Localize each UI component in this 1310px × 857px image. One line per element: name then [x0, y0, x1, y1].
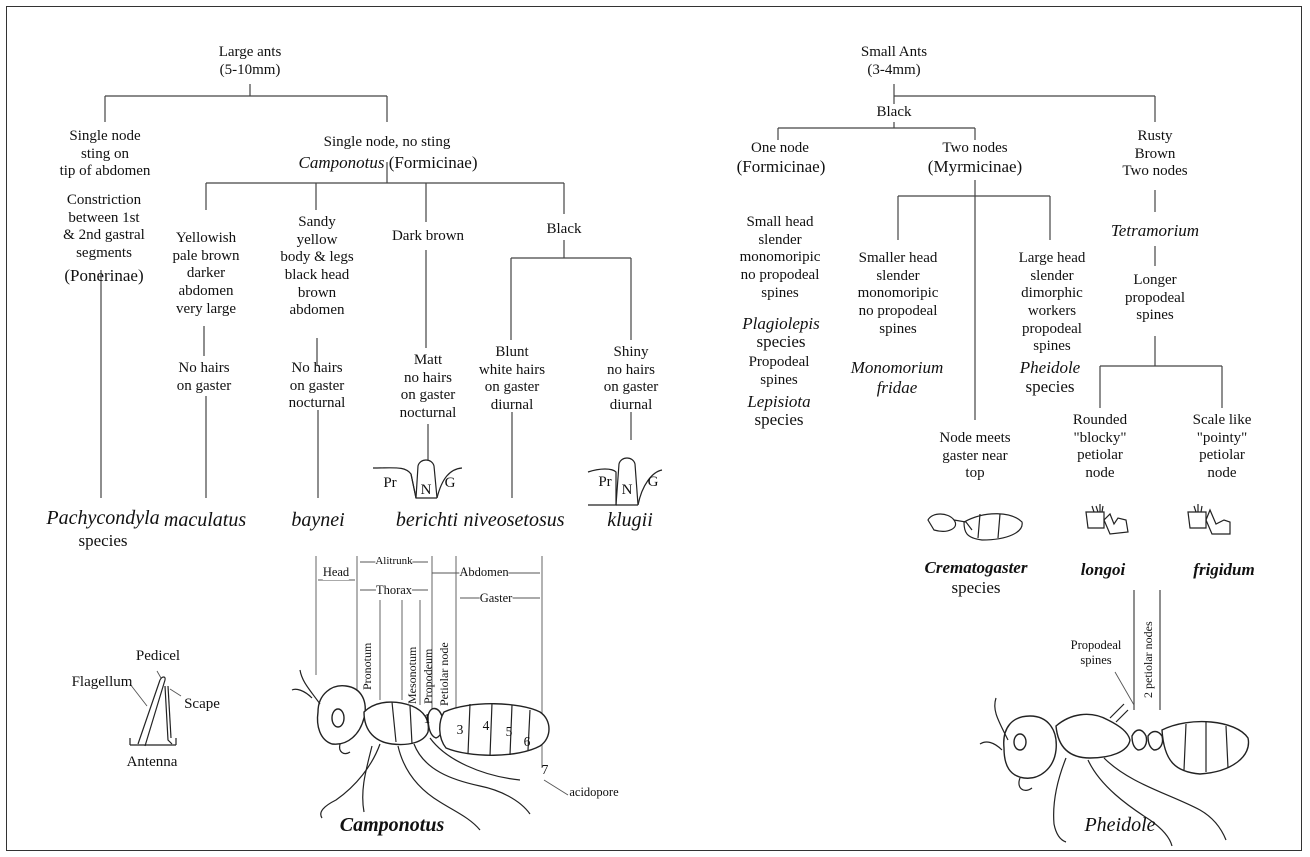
anatomy-thorax: Thorax — [376, 583, 412, 598]
antenna-scape-label: Scape — [184, 696, 220, 714]
myrmicinae-label: (Myrmicinae) — [928, 157, 1022, 177]
crematogaster-sketch — [928, 514, 1022, 540]
scale-like-node-label: Scale like "pointy" petiolar node — [1193, 412, 1252, 483]
anatomy-propodeum: Propodeum — [421, 649, 436, 704]
two-nodes-label: Two nodes — [942, 140, 1007, 158]
anatomy-abdomen: Abdomen — [459, 565, 508, 580]
rusty-brown-label: Rusty Brown Two nodes — [1122, 128, 1187, 181]
antenna-illustration — [130, 671, 181, 746]
crematogaster-suffix: species — [951, 578, 1000, 598]
root-large-ants: Large ants (5-10mm) — [219, 44, 282, 79]
formicinae-label: (Formicinae) — [389, 153, 478, 172]
monomorium-fridae-label: Monomorium fridae — [851, 358, 944, 398]
pheidole-species-label: Pheidole — [1020, 358, 1080, 378]
crematogaster-label: Crematogaster — [925, 558, 1028, 578]
black-label-right: Black — [877, 104, 912, 122]
petiolar-nodes-annotation: 2 petiolar nodes — [1141, 621, 1156, 698]
small-head-description: Small head slender monomoripic no propod… — [740, 214, 821, 302]
lepisiota-suffix: species — [754, 410, 803, 430]
ponerinae-label: (Ponerinae) — [64, 266, 143, 286]
node-label-g-2: G — [648, 474, 659, 492]
anatomy-pronotum: Pronotum — [360, 643, 375, 690]
shiny-label: Shiny no hairs on gaster diurnal — [604, 344, 659, 415]
pheidole-species-suffix: species — [1025, 377, 1074, 397]
segment-label-3: 3 — [457, 722, 464, 738]
antenna-label: Antenna — [127, 754, 178, 772]
species-klugii: klugii — [607, 509, 653, 533]
species-berichti: berichti — [396, 509, 458, 533]
black-label: Black — [547, 221, 582, 239]
segment-label-6: 6 — [524, 734, 531, 750]
camponotus-genus-label: Camponotus — [299, 153, 385, 172]
caption-pheidole: Pheidole — [1084, 814, 1155, 838]
smaller-head-description: Smaller head slender monomoripic no prop… — [858, 250, 939, 338]
frigidum-sketch — [1188, 504, 1230, 534]
antenna-pedicel-label: Pedicel — [136, 648, 180, 666]
species-niveosetosus: niveosetosus — [463, 509, 564, 533]
plagiolepis-suffix: species — [756, 332, 805, 352]
frigidum-label: frigidum — [1193, 560, 1254, 580]
species-pachycondyla: Pachycondyla — [46, 507, 159, 531]
branch-no-sting: Single node, no sting — [324, 134, 451, 152]
node-meets-gaster-label: Node meets gaster near top — [939, 430, 1010, 483]
species-maculatus: maculatus — [164, 509, 246, 533]
acidopore-label: acidopore — [569, 785, 618, 800]
segment-label-7: 7 — [542, 762, 549, 778]
longoi-label: longoi — [1081, 560, 1125, 580]
propodeal-spines-label: Propodeal spines — [749, 354, 810, 389]
anatomy-mesonotum: Mesonotum — [405, 647, 420, 704]
matt-label: Matt no hairs on gaster nocturnal — [400, 352, 457, 423]
anatomy-gaster: Gaster — [480, 591, 513, 606]
tetramorium-label: Tetramorium — [1111, 221, 1199, 241]
dark-brown-label: Dark brown — [392, 228, 464, 246]
segment-label-5: 5 — [506, 724, 513, 740]
caption-camponotus: Camponotus — [340, 814, 444, 838]
segment-label-4: 4 — [483, 718, 490, 734]
propodeal-spines-annotation: Propodeal spines — [1071, 638, 1122, 668]
constriction-label: Constriction between 1st & 2nd gastral s… — [63, 192, 145, 263]
node-label-pr-2: Pr — [598, 474, 611, 492]
formicinae-right: (Formicinae) — [737, 157, 826, 177]
anatomy-petiolar-node: Petiolar node — [437, 642, 452, 706]
one-node-label: One node — [751, 140, 809, 158]
sandy-description: Sandy yellow body & legs black head brow… — [280, 214, 353, 320]
node-label-pr-1: Pr — [383, 475, 396, 493]
yellowish-description: Yellowish pale brown darker abdomen very… — [172, 230, 239, 318]
no-hairs-nocturnal-label: No hairs on gaster nocturnal — [289, 360, 346, 413]
longer-spines-label: Longer propodeal spines — [1125, 272, 1185, 325]
longoi-sketch — [1086, 504, 1128, 534]
node-label-g-1: G — [445, 475, 456, 493]
node-label-n-1: N — [421, 482, 432, 500]
node-label-n-2: N — [622, 482, 633, 500]
anatomy-head: Head — [323, 565, 349, 580]
anatomy-alitrunk: Alitrunk — [375, 555, 412, 568]
large-head-description: Large head slender dimorphic workers pro… — [1019, 250, 1086, 356]
segment-label-1: 1 — [424, 711, 431, 727]
camponotus-formicinae: Camponotus (Formicinae) — [299, 153, 478, 173]
branch-single-node-sting: Single node sting on tip of abdomen — [60, 128, 151, 181]
species-pachycondyla-suffix: species — [78, 531, 127, 551]
antenna-flagellum-label: Flagellum — [72, 674, 133, 692]
blunt-label: Blunt white hairs on gaster diurnal — [479, 344, 545, 415]
rounded-node-label: Rounded "blocky" petiolar node — [1073, 412, 1127, 483]
no-hairs-label: No hairs on gaster — [177, 360, 232, 395]
species-baynei: baynei — [291, 509, 344, 533]
root-small-ants: Small Ants (3-4mm) — [861, 44, 927, 79]
